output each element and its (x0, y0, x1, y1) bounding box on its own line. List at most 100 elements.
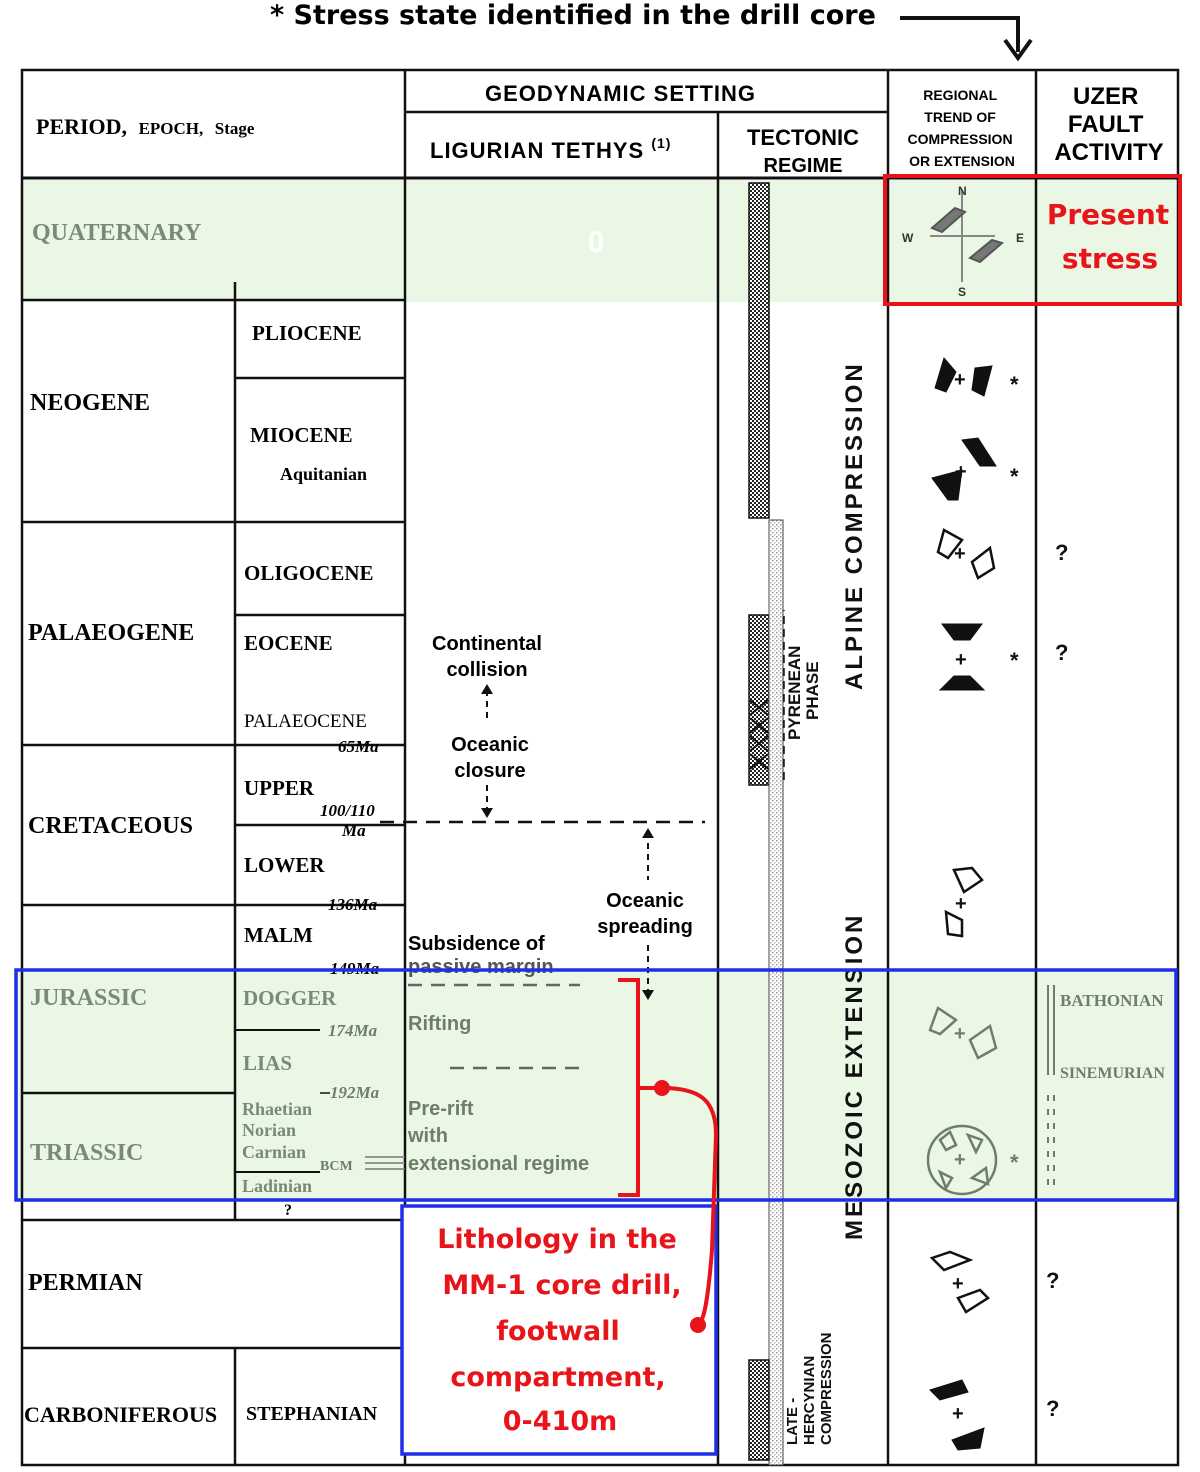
svg-text:+: + (954, 1149, 966, 1171)
lithology-line-2: MM-1 core drill, (442, 1270, 681, 1301)
fault-q-carboniferous: ? (1046, 1396, 1059, 1421)
header-geodynamic: GEODYNAMIC SETTING (485, 81, 756, 106)
age-192ma: 192Ma (330, 1083, 380, 1102)
note-subsidence-1: Subsidence of (408, 933, 545, 955)
asterisk-pliocene: * (1010, 372, 1019, 397)
stress-symbol-pliocene: + (934, 356, 993, 397)
connector-dot (690, 1317, 706, 1333)
present-stress-1: Present (1047, 198, 1169, 231)
tectonic-alpine: ALPINE COMPRESSION (841, 361, 868, 690)
svg-text:+: + (955, 461, 967, 483)
period-neogene: NEOGENE (30, 390, 150, 416)
note-oceanic-closure-1: Oceanic (451, 734, 529, 756)
note-arrow-head (1003, 38, 1033, 62)
stress-symbol-cretaceous: + (944, 866, 984, 938)
period-jurassic: JURASSIC (30, 985, 147, 1011)
header-uzer-3: ACTIVITY (1054, 139, 1163, 166)
note-prerift-2: with (407, 1125, 448, 1147)
quaternary-highlight (22, 180, 1178, 302)
asterisk-triassic: * (1010, 1150, 1019, 1175)
stage-aquitanian: Aquitanian (280, 464, 367, 484)
stage-ladinian: Ladinian (242, 1176, 312, 1196)
lithology-line-1: Lithology in the (437, 1224, 677, 1255)
period-quaternary: QUATERNARY (32, 220, 201, 246)
alpine-bar (748, 182, 770, 519)
compass-symbol: N S E W (902, 184, 1024, 299)
epoch-pliocene: PLIOCENE (252, 321, 362, 345)
age-100-110-ma: Ma (341, 821, 366, 840)
age-65ma: 65Ma (338, 737, 379, 756)
lithology-line-3: footwall (496, 1316, 619, 1347)
age-136ma: 136Ma (328, 895, 378, 914)
svg-text:UZER FAULT ACTIVITY: UZER FAULT ACTIVITY (1054, 83, 1163, 166)
stress-symbol-carboniferous: + (929, 1379, 985, 1451)
present-stress-box (883, 174, 1182, 306)
present-stress-2: stress (1062, 242, 1158, 275)
note-continental: Continental (432, 633, 542, 655)
note-oceanic-spreading-2: spreading (597, 916, 693, 938)
period-carboniferous: CARBONIFEROUS (24, 1402, 217, 1427)
svg-text:LIGURIAN TETHYS (1): LIGURIAN TETHYS (1) (430, 135, 671, 163)
hercynian-bar (748, 1359, 770, 1461)
svg-text:+: + (954, 543, 966, 565)
tectonic-hercynian-3: COMPRESSION (818, 1332, 835, 1445)
tectonic-hercynian-2: HERCYNIAN (801, 1356, 818, 1445)
lithology-box (400, 1204, 718, 1456)
header-regional-1: REGIONAL (923, 87, 997, 103)
epoch-palaeocene: PALAEOCENE (244, 711, 367, 732)
header-stage: Stage (215, 119, 255, 138)
header-tectonic-2: REGIME (764, 155, 843, 177)
svg-text:+: + (954, 1023, 966, 1045)
age-174ma: 174Ma (328, 1021, 378, 1040)
svg-text:PERIOD, EPOCH, Stage: PERIOD, EPOCH, Stage (36, 114, 255, 139)
header-epoch: EPOCH, (139, 119, 204, 138)
pyrenean-cross-hatch (749, 699, 769, 770)
header-uzer-1: UZER (1073, 83, 1138, 110)
svg-text:+: + (954, 369, 966, 391)
stress-symbol-miocene: + (931, 437, 997, 501)
epoch-upper: UPPER (244, 776, 315, 800)
period-permian: PERMIAN (28, 1270, 143, 1296)
asterisk-miocene: * (1010, 464, 1019, 489)
age-100-110: 100/110 (320, 801, 375, 820)
compass-w: W (902, 231, 914, 245)
epoch-lias: LIAS (243, 1051, 292, 1075)
fault-sinemurian: SINEMURIAN (1060, 1065, 1165, 1082)
fault-activity-bars (1047, 985, 1055, 1190)
tectonic-pyrenean-2: PHASE (803, 661, 822, 720)
header-ligurian: LIGURIAN TETHYS (430, 138, 644, 163)
compass-s: S (958, 285, 966, 299)
header-regional-4: OR EXTENSION (909, 153, 1015, 169)
header-tectonic-1: TECTONIC (747, 125, 859, 150)
period-triassic: TRIASSIC (30, 1140, 143, 1166)
lithology-connector (661, 1086, 719, 1327)
stress-symbol-jurassic: + (928, 1006, 998, 1060)
stress-symbol-permian: + (929, 1250, 990, 1314)
svg-text:+: + (955, 893, 967, 915)
compass-n: N (958, 184, 967, 198)
period-cretaceous: CRETACEOUS (28, 813, 193, 839)
note-subsidence-2: passive margin (408, 956, 554, 978)
epoch-miocene: MIOCENE (250, 423, 353, 447)
pyrenean-bar (748, 614, 770, 786)
age-bcm: BCM (320, 1159, 353, 1174)
note-oceanic-closure-2: closure (454, 760, 525, 782)
lithology-line-4: compartment, (450, 1362, 665, 1393)
epoch-oligocene: OLIGOCENE (244, 561, 374, 585)
stage-question: ? (284, 1202, 292, 1219)
header-regional-2: TREND OF (924, 109, 996, 125)
jurassic-triassic-box (14, 968, 1178, 1202)
fault-q-permian: ? (1046, 1268, 1059, 1293)
stage-norian: Norian (242, 1120, 296, 1140)
tectonic-mesozoic: MESOZOIC EXTENSION (841, 913, 868, 1240)
header-ligurian-sup: (1) (651, 135, 671, 151)
jurassic-triassic-highlight (16, 970, 1176, 1200)
svg-text:+: + (952, 1403, 964, 1425)
asterisk-eocene: * (1010, 648, 1019, 673)
epoch-dogger: DOGGER (243, 986, 337, 1010)
header-uzer-2: FAULT (1068, 111, 1144, 138)
header-regional-3: COMPRESSION (908, 131, 1013, 147)
note-collision: collision (446, 659, 527, 681)
fault-bathonian: BATHONIAN (1060, 991, 1164, 1010)
top-note: * Stress state identified in the drill c… (270, 0, 876, 31)
